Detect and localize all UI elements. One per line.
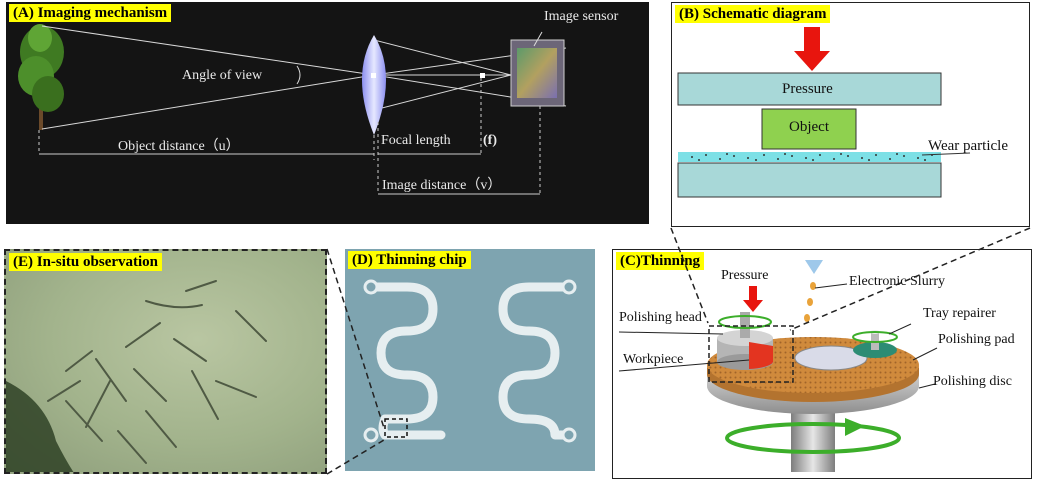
object-distance-label: Object distance（u） <box>118 139 240 154</box>
image-distance-label: Image distance（v） <box>382 178 502 193</box>
tray-repairer-label: Tray repairer <box>923 306 996 321</box>
tree-icon <box>18 24 64 130</box>
polishing-pad-label: Polishing pad <box>938 332 1015 347</box>
microscope-image <box>6 280 267 472</box>
panel-c-tag: (C)Thinning <box>616 252 705 270</box>
top-plate <box>677 72 942 106</box>
workpiece-label: Workpiece <box>623 352 684 367</box>
imaging-diagram <box>18 24 567 195</box>
focal-length-label: Focal length <box>381 133 451 148</box>
wear-particle-layer <box>678 152 941 162</box>
electronic-slurry-label: Electronic Slurry <box>849 274 946 289</box>
panel-a-tag: (A) Imaging mechanism <box>9 4 172 22</box>
panel-d-tag: (D) Thinning chip <box>348 251 471 269</box>
thinning-diagram <box>618 260 938 472</box>
pressure-arrow-icon-c <box>743 286 763 312</box>
panel-thinning: (C)Thinning Pressure Electronic Slurry P… <box>612 249 1032 479</box>
focal-symbol-label: (f) <box>483 133 497 148</box>
angle-of-view-label: Angle of view <box>182 68 263 83</box>
polishing-head-label: Polishing head <box>619 310 702 325</box>
chip-image <box>363 279 577 443</box>
lens-shape <box>362 35 386 135</box>
light-rays <box>41 25 567 130</box>
wear-particle-label: Wear particle <box>928 138 1008 154</box>
image-sensor-label: Image sensor <box>544 9 619 24</box>
object-label: Object <box>789 119 829 135</box>
pressure-arrow-icon <box>794 27 830 71</box>
dimension-lines <box>38 78 541 194</box>
pressure-label: Pressure <box>782 81 833 97</box>
schematic-diagram <box>677 27 971 198</box>
slurry-nozzle-icon <box>805 260 823 274</box>
rotation-arrow-icon <box>845 418 865 436</box>
serpentine-channels <box>368 282 572 440</box>
panel-in-situ-observation: (E) In-situ observation <box>4 249 327 474</box>
panel-imaging-mechanism: (A) Imaging mechanism Angle of view Imag… <box>6 2 649 224</box>
polishing-disc-label: Polishing disc <box>933 374 1012 389</box>
polishing-head <box>717 312 773 370</box>
image-sensor-shape <box>510 31 565 107</box>
panel-thinning-chip: (D) Thinning chip <box>345 249 595 471</box>
wear-particle-fibers <box>47 280 267 464</box>
zoom-region-box <box>384 418 408 438</box>
object-block <box>761 108 857 150</box>
panel-b-tag: (B) Schematic diagram <box>675 5 831 23</box>
pressure-label-c: Pressure <box>721 268 769 283</box>
particles <box>691 153 933 161</box>
panel-schematic-diagram: (B) Schematic diagram Pressure Object We… <box>671 2 1030 227</box>
panel-e-tag: (E) In-situ observation <box>9 253 163 271</box>
bottom-plate <box>677 162 942 198</box>
